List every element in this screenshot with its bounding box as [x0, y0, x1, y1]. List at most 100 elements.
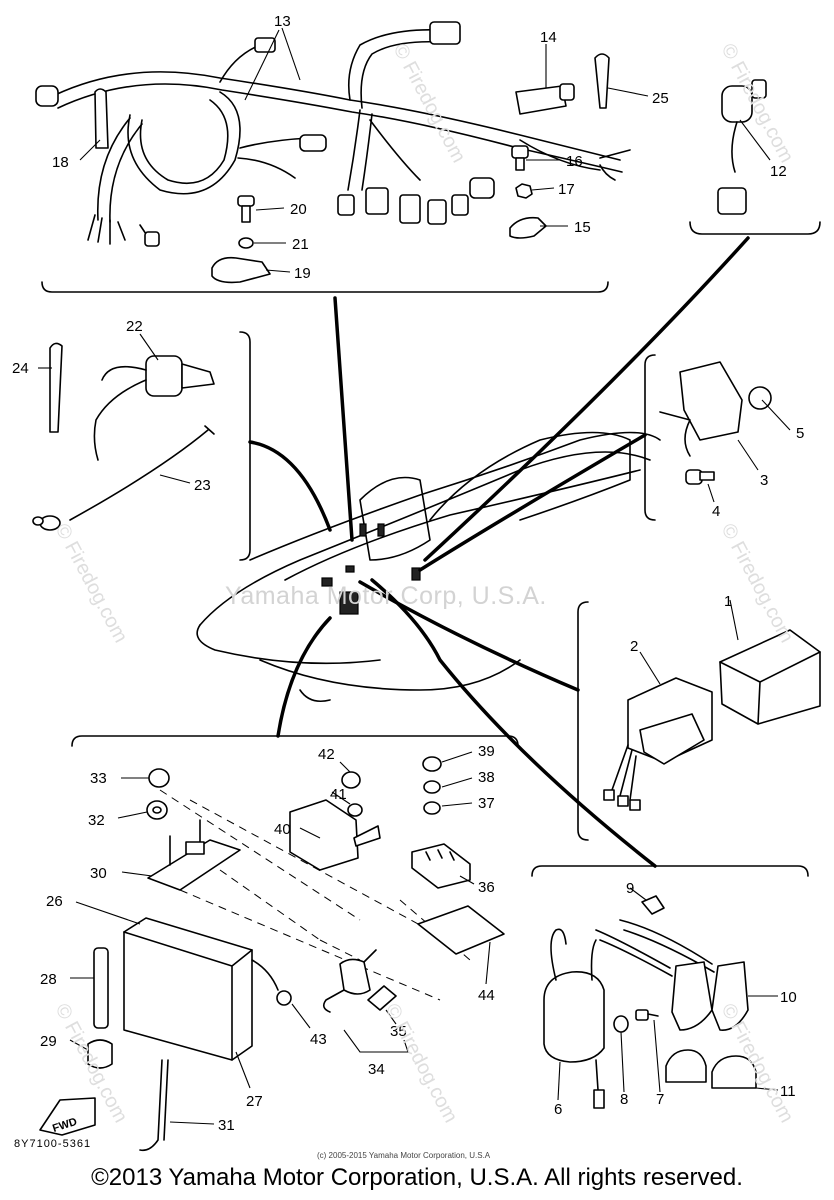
callout-5: 5 [796, 425, 804, 442]
callout-30: 30 [90, 865, 107, 882]
callout-numbers: 13 14 25 18 1 2 16 17 15 20 21 19 22 24 2… [12, 13, 804, 1134]
part-3-regulator [659, 361, 743, 457]
callout-14: 14 [540, 29, 557, 46]
callout-37: 37 [478, 795, 495, 812]
snowmobile-body [196, 431, 661, 703]
mounted-component [339, 591, 359, 615]
part-11-caps [665, 1049, 757, 1089]
callout-44: 44 [478, 987, 495, 1004]
part-8-washer [613, 1015, 629, 1033]
callout-9: 9 [626, 880, 634, 897]
part-33-grommet [148, 768, 170, 788]
part-26-ignitor-box [123, 917, 292, 1061]
callout-4: 4 [712, 503, 720, 520]
leader-lines [38, 27, 791, 1125]
part-22-toggle-switch [93, 355, 215, 461]
callout-32: 32 [88, 812, 105, 829]
bracket-regulator-group [644, 354, 656, 521]
callout-1: 1 [724, 593, 732, 610]
callout-29: 29 [40, 1033, 57, 1050]
callout-19: 19 [294, 265, 311, 282]
part-1-cdi-unit [719, 629, 821, 725]
assembly-dashed-lines [159, 789, 471, 1001]
part-21-washer [238, 237, 254, 249]
callout-43: 43 [310, 1031, 327, 1048]
part-40-relay [289, 799, 381, 871]
callout-13: 13 [274, 13, 291, 30]
part-39-nut [422, 756, 442, 772]
callout-24: 24 [12, 360, 29, 377]
callout-8: 8 [620, 1091, 628, 1108]
part-34-fuse-holder [322, 949, 377, 1013]
part-42-nut [341, 771, 361, 789]
group-brackets [41, 221, 821, 877]
part-17-nut [515, 183, 533, 199]
part-28-tube [93, 947, 109, 1029]
bracket-coil-group [531, 865, 809, 877]
part-16-bolt [511, 145, 529, 171]
callout-38: 38 [478, 769, 495, 786]
part-32-collar [146, 800, 168, 820]
part-36-terminal-block [411, 843, 471, 889]
callout-34: 34 [368, 1061, 385, 1078]
callout-2: 2 [630, 638, 638, 655]
callout-26: 26 [46, 893, 63, 910]
part-35-fuse [367, 985, 397, 1011]
callout-33: 33 [90, 770, 107, 787]
callout-18: 18 [52, 154, 69, 171]
bracket-harness-group [41, 281, 609, 293]
part-15-clamp [509, 216, 547, 239]
callout-40: 40 [274, 821, 291, 838]
part-30-bracket [147, 819, 241, 891]
part-4-bolt [685, 469, 715, 485]
bracket-toggle-group [239, 331, 251, 561]
callout-28: 28 [40, 971, 57, 988]
drawing-number: 8Y7100-5361 [14, 1138, 92, 1150]
part-25-band [594, 53, 610, 109]
callout-41: 41 [330, 786, 347, 803]
copyright-small: (c) 2005-2015 Yamaha Motor Corporation, … [317, 1151, 491, 1160]
copyright-notice: ©2013 Yamaha Motor Corporation, U.S.A. A… [91, 1164, 743, 1191]
fwd-arrow [39, 1097, 96, 1136]
callout-16: 16 [566, 153, 583, 170]
callout-6: 6 [554, 1101, 562, 1118]
connector-lines [248, 236, 750, 868]
callout-35: 35 [390, 1023, 407, 1040]
part-29-grommet [87, 1039, 113, 1069]
part-24-band [49, 342, 63, 433]
watermark-center: Yamaha Motor Corp, U.S.A. [225, 582, 547, 610]
callout-21: 21 [292, 236, 309, 253]
part-38-washer [423, 780, 441, 794]
part-18-clip [94, 88, 109, 149]
part-9-clip [641, 895, 665, 915]
callout-36: 36 [478, 879, 495, 896]
callout-39: 39 [478, 743, 495, 760]
part-12-main-switch [717, 79, 767, 215]
callout-20: 20 [290, 201, 307, 218]
callout-10: 10 [780, 989, 797, 1006]
part-44-plate [417, 905, 505, 955]
callout-22: 22 [126, 318, 143, 335]
callout-42: 42 [318, 746, 335, 763]
bracket-cdi-group [577, 601, 589, 841]
callout-25: 25 [652, 90, 669, 107]
part-23-lead-wire [32, 425, 215, 531]
part-6-ignition-coil [543, 928, 605, 1109]
callout-27: 27 [246, 1093, 263, 1110]
part-31-strap [139, 1059, 169, 1152]
callout-11: 11 [780, 1083, 796, 1100]
callout-15: 15 [574, 219, 591, 236]
callout-17: 17 [558, 181, 575, 198]
callout-3: 3 [760, 472, 768, 489]
wire-harness [35, 21, 631, 247]
part-37-washer [423, 801, 441, 815]
bracket-ignition-box-group [71, 735, 519, 747]
part-41-washer [347, 803, 363, 817]
callout-31: 31 [218, 1117, 235, 1134]
part-20-screw [237, 195, 255, 223]
part-10-plug-caps [595, 919, 749, 1031]
part-19-clamp [211, 256, 271, 284]
bracket-switch-group [689, 221, 821, 235]
part-2-rectifier [603, 677, 713, 811]
